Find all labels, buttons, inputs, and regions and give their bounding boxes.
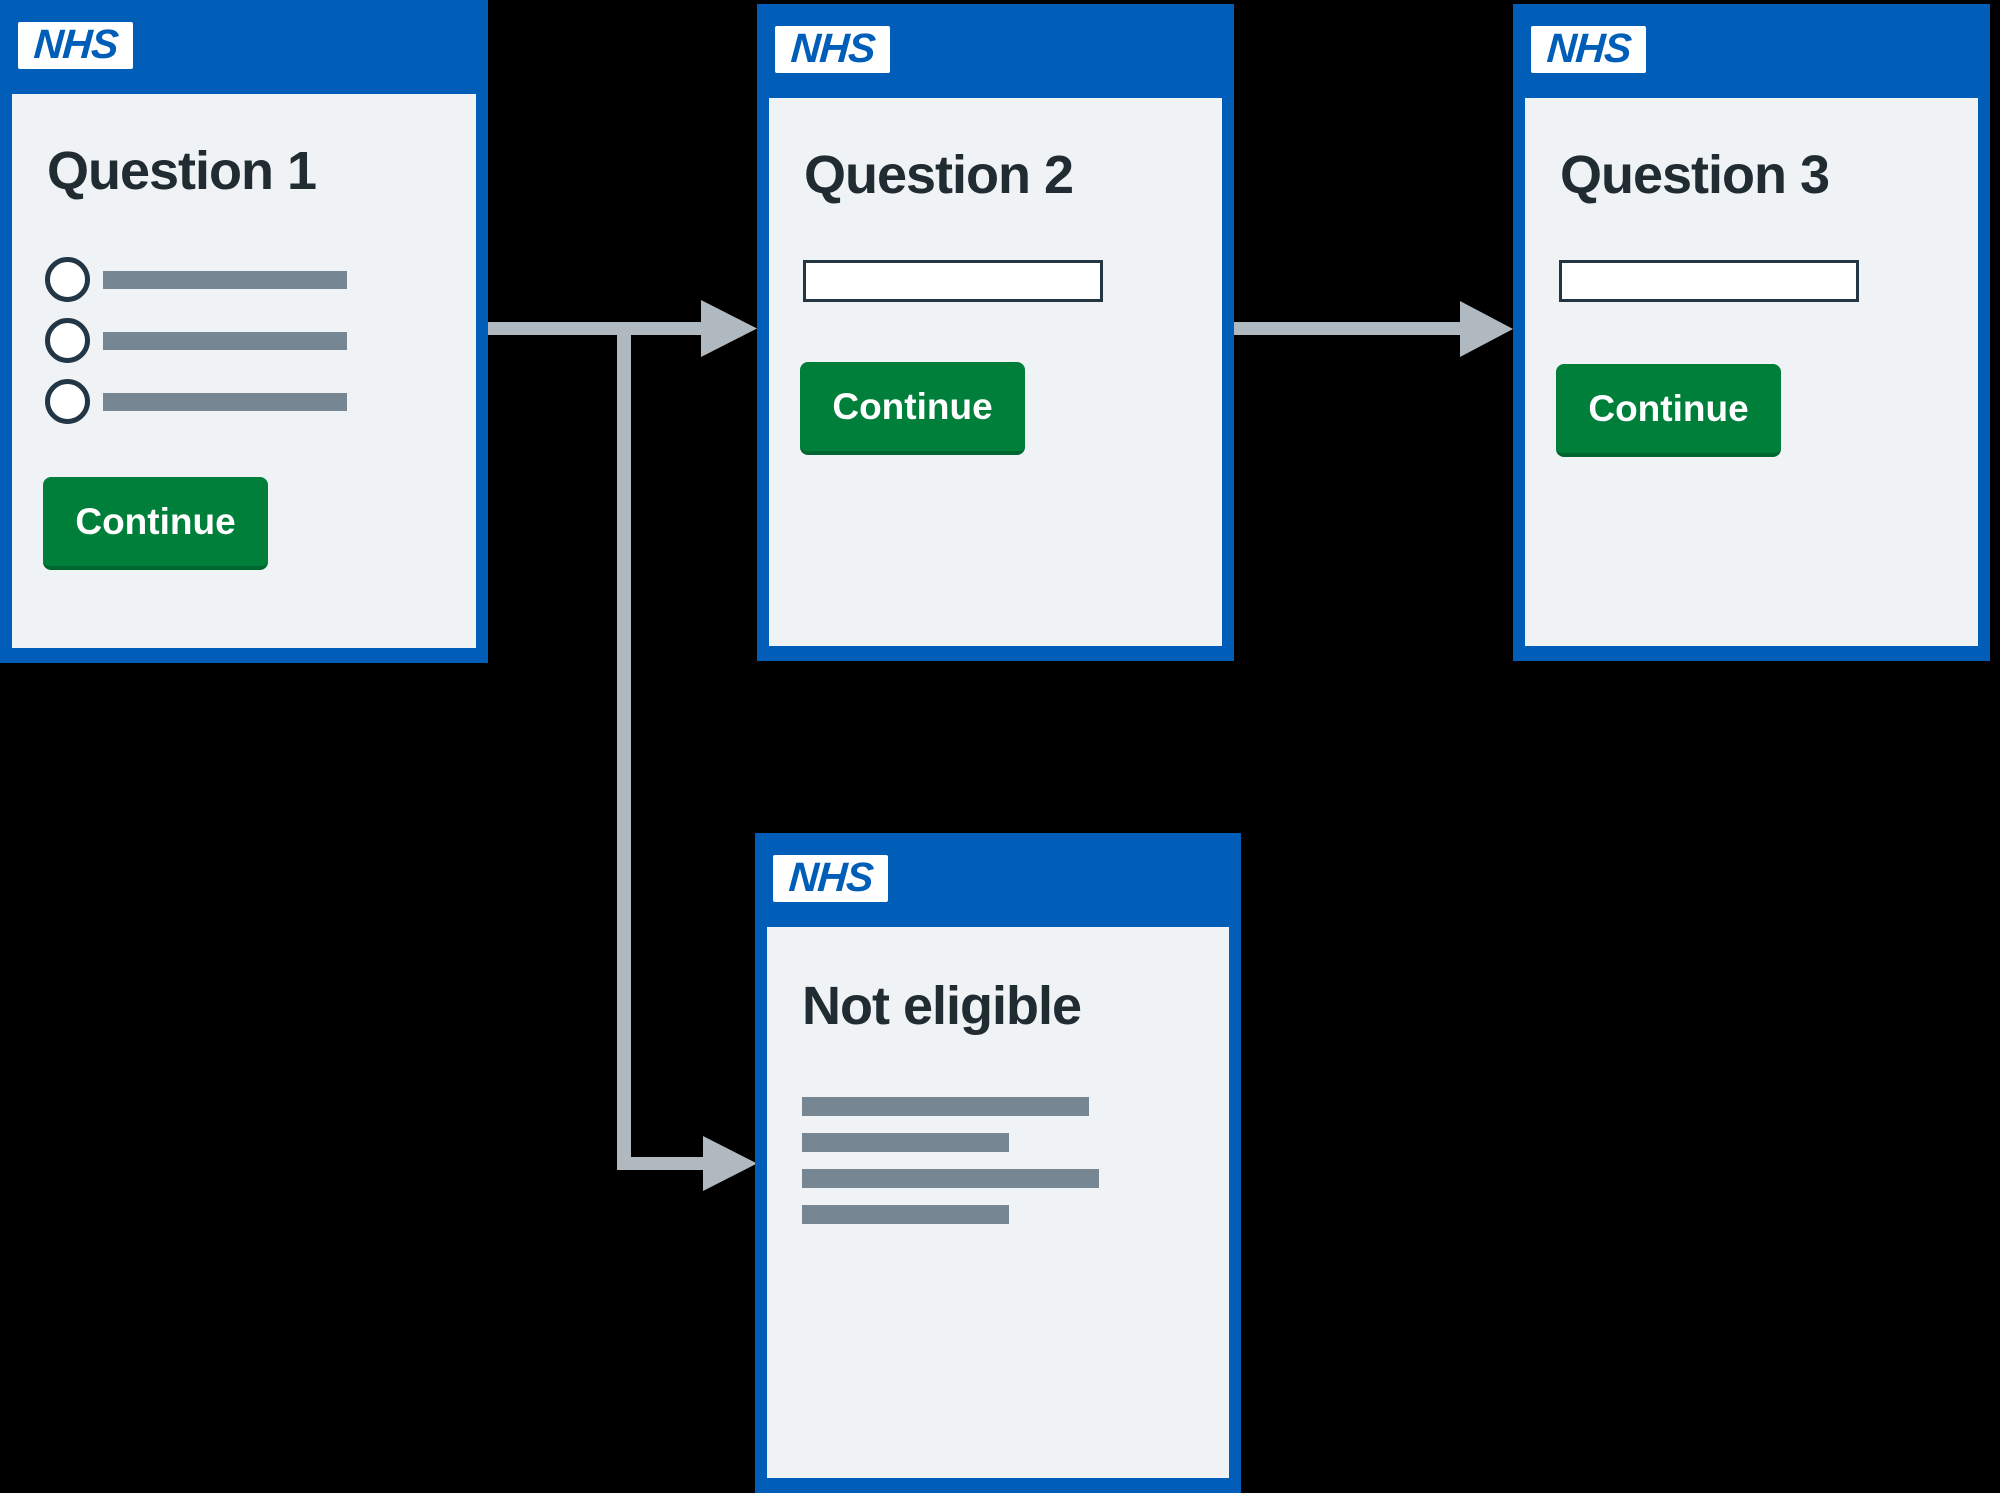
radio-label-placeholder [103, 392, 347, 411]
text-placeholder-line [802, 1169, 1099, 1188]
radio-button-icon[interactable] [45, 257, 90, 302]
text-placeholder-line [802, 1097, 1089, 1116]
nhs-logo-text: NHS [32, 21, 119, 67]
arrow-q1-to-not-eligible [617, 328, 757, 1191]
question-3-card: NHS Question 3 Continue [1513, 4, 1990, 661]
page-title: Question 2 [804, 145, 1074, 205]
radio-option-2[interactable] [45, 318, 347, 363]
question-1-body: Question 1 Continue [12, 94, 476, 648]
radio-option-3[interactable] [45, 379, 347, 424]
radio-label-placeholder [103, 270, 347, 289]
text-input[interactable] [803, 260, 1103, 302]
page-title: Question 1 [47, 141, 317, 201]
nhs-logo-text: NHS [787, 854, 874, 900]
text-placeholder-line [802, 1133, 1009, 1152]
question-1-card: NHS Question 1 Continue [0, 0, 488, 663]
not-eligible-card: NHS Not eligible [755, 833, 1241, 1493]
text-placeholder-line [802, 1205, 1009, 1224]
arrow-q2-to-q3 [1234, 301, 1513, 357]
page-title: Question 3 [1560, 145, 1830, 205]
arrow-q1-to-q2 [488, 300, 757, 357]
continue-button[interactable]: Continue [1556, 364, 1781, 457]
continue-button[interactable]: Continue [43, 477, 268, 570]
nhs-logo-text: NHS [789, 25, 876, 71]
continue-button[interactable]: Continue [800, 362, 1025, 455]
nhs-logo: NHS [18, 21, 133, 69]
radio-label-placeholder [103, 331, 347, 350]
question-3-body: Question 3 Continue [1525, 98, 1978, 646]
question-2-card: NHS Question 2 Continue [757, 4, 1234, 661]
nhs-logo: NHS [775, 25, 890, 73]
radio-option-1[interactable] [45, 257, 347, 302]
radio-button-icon[interactable] [45, 379, 90, 424]
nhs-logo: NHS [773, 854, 888, 902]
page-title: Not eligible [802, 976, 1082, 1036]
nhs-logo: NHS [1531, 25, 1646, 73]
nhs-logo-text: NHS [1545, 25, 1632, 71]
question-2-body: Question 2 Continue [769, 98, 1222, 646]
not-eligible-body: Not eligible [767, 927, 1229, 1478]
radio-button-icon[interactable] [45, 318, 90, 363]
text-input[interactable] [1559, 260, 1859, 302]
